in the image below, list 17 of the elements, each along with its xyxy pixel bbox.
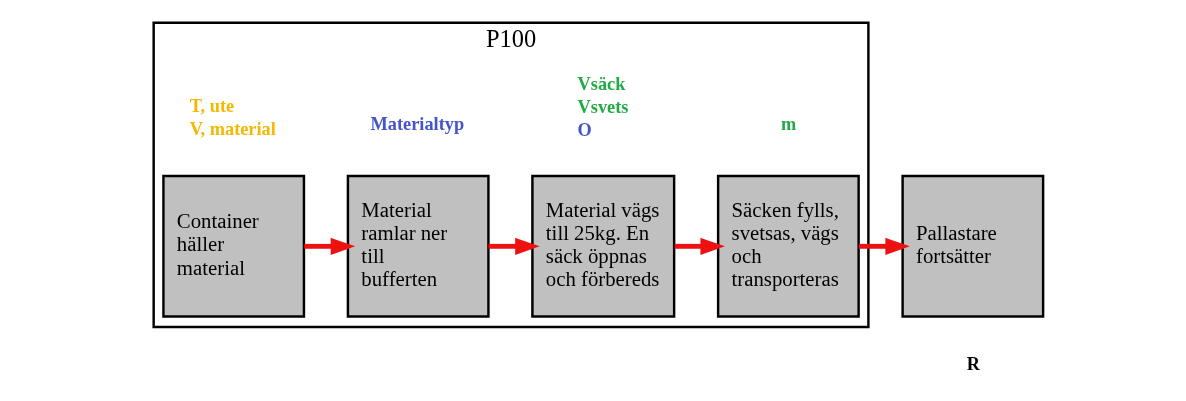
node-box: Material ramlar ner till bufferten [346, 174, 490, 318]
arrow [487, 237, 540, 255]
node-label: m [780, 114, 796, 135]
arrow [303, 237, 355, 255]
arrow [674, 237, 725, 255]
node-box: Container häller material [161, 174, 305, 318]
node-box: Pallastare fortsätter [900, 174, 1044, 318]
arrow [858, 237, 910, 255]
node-label: Vsäck [577, 73, 625, 94]
node-label: V, material [189, 119, 276, 140]
node-box: Säcken fylls, svetsas, vägs och transporteras [716, 174, 860, 318]
node-label: R [966, 353, 980, 374]
node-box: Material vägs till 25kg. En säck öppnas och förbereds [530, 174, 675, 318]
node-label: Materialtyp [370, 114, 464, 135]
node-label: Vsvets [577, 97, 628, 118]
node-label: O [577, 120, 592, 141]
node-label: T, ute [189, 95, 234, 116]
